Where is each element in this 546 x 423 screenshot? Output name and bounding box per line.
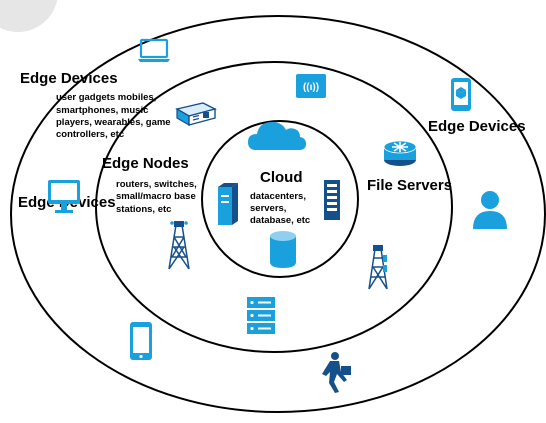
cloud-title: Cloud xyxy=(260,169,303,186)
svg-text:((ı)): ((ı)) xyxy=(303,82,319,93)
middle-ring-edge-nodes xyxy=(95,61,453,353)
middle-description: routers, switches, small/macro base stat… xyxy=(116,179,199,215)
server-tower-icon xyxy=(218,183,238,225)
walking-person-icon xyxy=(322,352,351,393)
router-switch-icon xyxy=(175,102,217,127)
corner-decoration xyxy=(0,0,58,32)
cloud-description: datacenters, servers, database, etc xyxy=(250,191,310,226)
router-icon xyxy=(383,140,417,166)
mobile-app-icon xyxy=(451,78,471,111)
inner-ring-cloud xyxy=(201,120,359,278)
server-stack-icon xyxy=(247,297,275,334)
outer-description: user gadgets mobiles, smartphones, music… xyxy=(56,92,173,140)
outer-title-right: Edge Devices xyxy=(428,118,526,135)
cell-tower-icon-right xyxy=(368,245,388,290)
monitor-icon xyxy=(48,180,80,213)
outer-ring-edge-devices xyxy=(10,15,546,413)
file-servers-label: File Servers xyxy=(367,177,452,194)
database-icon xyxy=(270,231,296,268)
access-point-icon: ((ı)) xyxy=(296,74,326,98)
outer-title-top-left: Edge Devices xyxy=(20,70,118,87)
laptop-icon xyxy=(138,38,170,62)
cloud-icon xyxy=(248,122,306,150)
cell-tower-icon xyxy=(168,221,190,270)
server-rack-icon xyxy=(324,180,340,220)
user-icon xyxy=(473,191,507,229)
middle-title: Edge Nodes xyxy=(102,155,189,172)
mobile-phone-icon xyxy=(130,322,152,360)
